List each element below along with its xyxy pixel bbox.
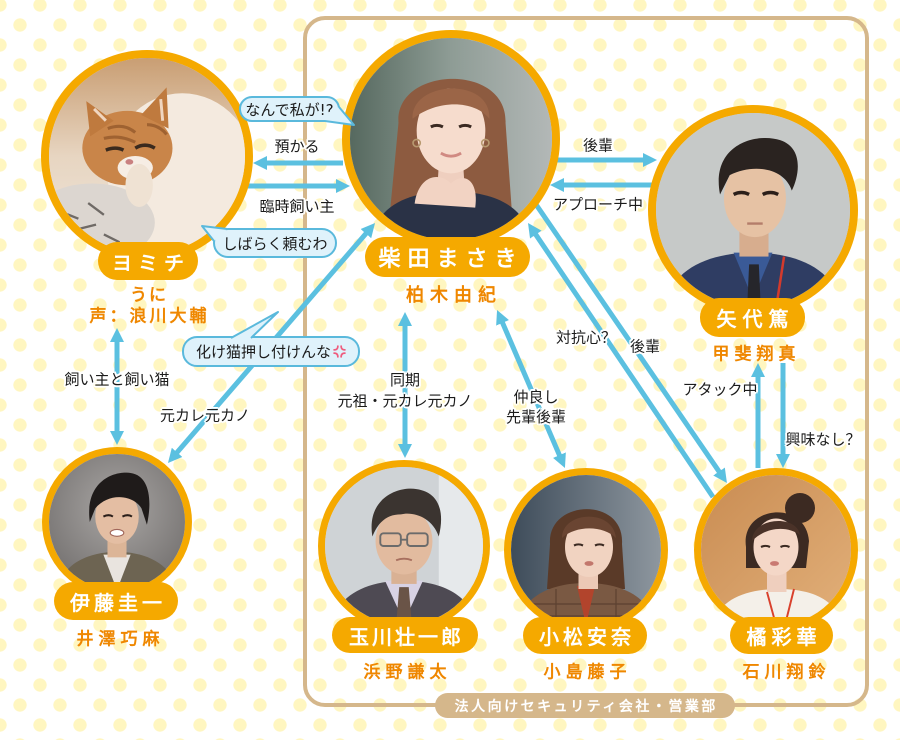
name-pill-tamagawa: 玉川壮一郎: [332, 617, 478, 653]
portrait-photo-shibata: [342, 30, 560, 248]
actor-name-shibata: 柏木由紀: [406, 285, 502, 306]
speech-bubble-nande-watashi: なんで私が!?: [239, 96, 340, 122]
actor-name-tachibana: 石川翔鈴: [742, 662, 831, 683]
bubble-tail-nande-watashi: [324, 106, 355, 126]
arrow-shibata-to-tachibana: [532, 201, 727, 484]
bubble-tail-shibaraku: [201, 225, 228, 242]
arrow-shibata-komatsu: [496, 310, 566, 468]
relation-label-not-interested: 興味なし？: [785, 430, 861, 449]
relation-label-azukaru: 預かる: [274, 137, 320, 156]
relation-label-junior-tachibana: 後輩: [629, 337, 661, 356]
relation-label-temporary-owner: 臨時飼い主: [259, 197, 335, 216]
relation-label-junior-yashiro: 後輩: [582, 136, 614, 155]
portrait-photo-tachibana: [694, 468, 858, 632]
arrow-tachibana-to-shibata: [528, 223, 716, 499]
bubble-text: なんで私が!?: [245, 100, 334, 119]
portrait-photo-tamagawa: [318, 460, 490, 632]
bubble-tail-bakeneko: [230, 311, 279, 341]
actor-name-tamagawa: 浜野謙太: [363, 662, 452, 683]
actor-name-ito: 井澤巧麻: [76, 629, 165, 650]
name-pill-ito: 伊藤圭一: [54, 582, 178, 620]
relation-label-approaching: アプローチ中: [552, 195, 644, 214]
relation-label-attacking: アタック中: [682, 380, 758, 399]
portrait-photo-ito: [42, 447, 192, 597]
actor-name-yomichi-cast: うに: [130, 285, 168, 306]
name-pill-shibata: 柴田まさき: [365, 237, 530, 277]
name-pill-tachibana: 橘彩華: [730, 617, 833, 654]
portrait-photo-yashiro: [648, 105, 858, 315]
name-pill-yashiro: 矢代篤: [700, 298, 805, 337]
actor-name-komatsu: 小島藤子: [543, 662, 632, 683]
name-pill-komatsu: 小松安奈: [523, 617, 647, 654]
group-label: 法人向けセキュリティ会社・営業部: [435, 693, 735, 718]
relation-label-rivalry: 対抗心？: [555, 328, 617, 347]
actor-name-yashiro: 甲斐翔真: [712, 344, 801, 365]
